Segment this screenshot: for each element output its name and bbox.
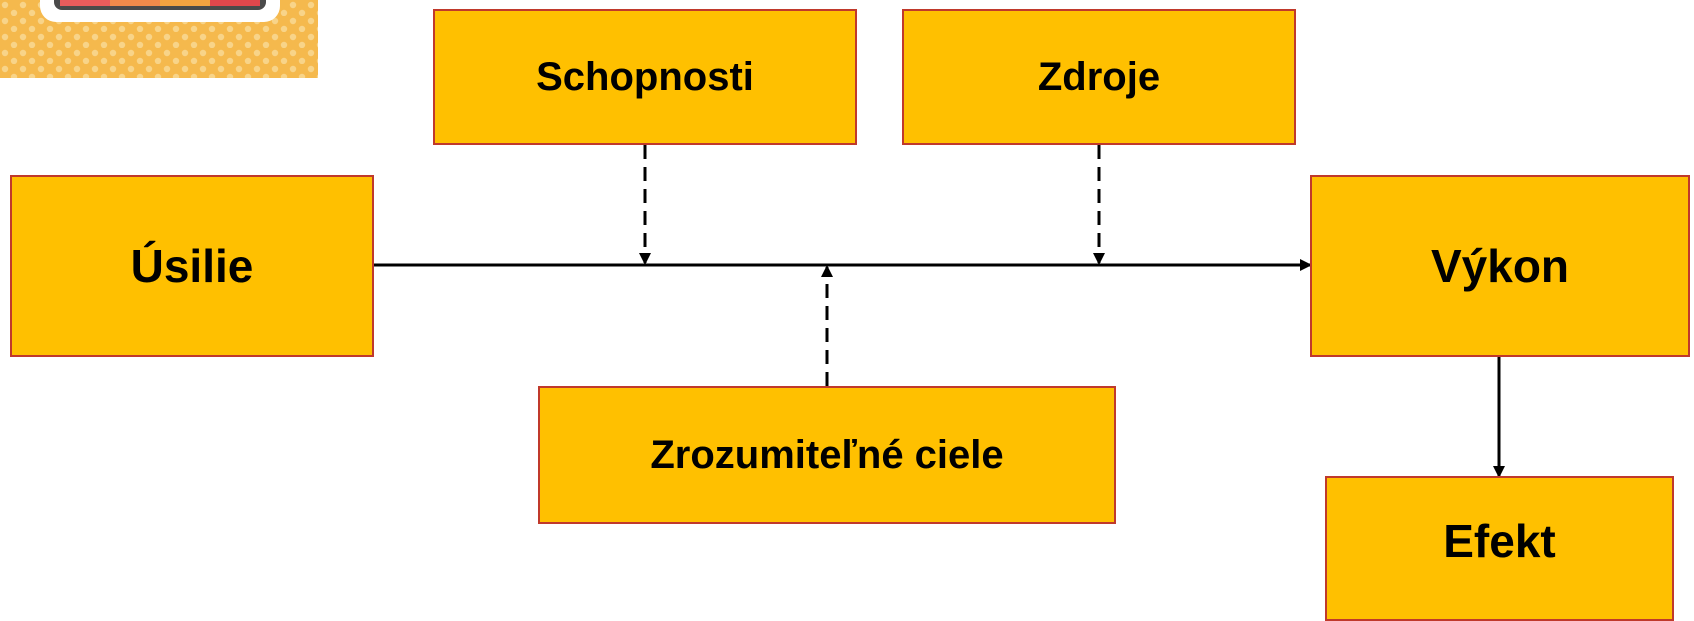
node-usilie: Úsilie [10, 175, 374, 357]
node-usilie-label: Úsilie [130, 240, 254, 292]
node-ciele-label: Zrozumiteľné ciele [650, 432, 1004, 477]
palette-logo-icon [0, 0, 318, 78]
node-zdroje-label: Zdroje [1037, 54, 1161, 99]
node-efekt: Efekt [1325, 476, 1674, 621]
logo-fragment [0, 0, 318, 78]
node-ciele: Zrozumiteľné ciele [538, 386, 1116, 524]
node-schopnosti-label: Schopnosti [536, 54, 754, 99]
node-vykon-label: Výkon [1430, 240, 1570, 292]
node-zdroje: Zdroje [902, 9, 1296, 145]
node-efekt-label: Efekt [1443, 514, 1556, 567]
node-schopnosti: Schopnosti [433, 9, 857, 145]
node-vykon: Výkon [1310, 175, 1690, 357]
